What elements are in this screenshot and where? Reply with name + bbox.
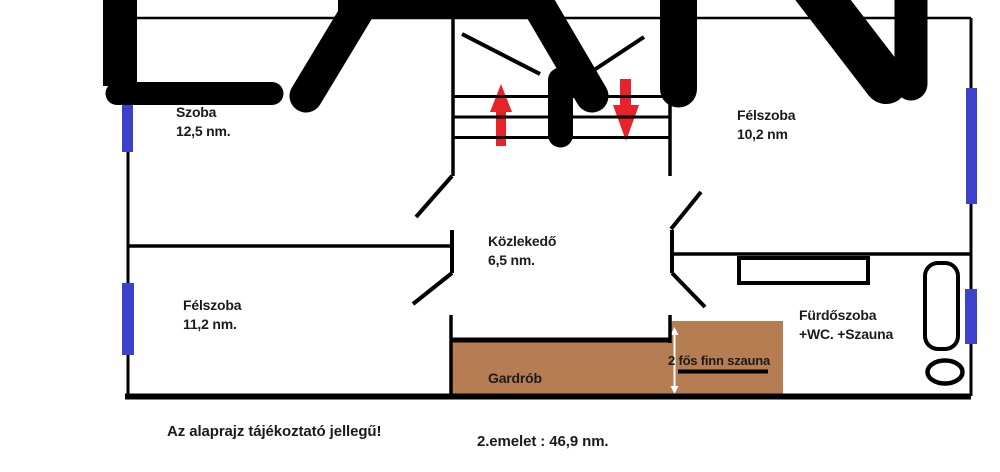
room-name: Félszoba (183, 297, 242, 313)
toilet (925, 358, 965, 386)
room-name: 2 fős finn szauna (668, 353, 771, 368)
window-marker (122, 104, 133, 152)
room-name: Félszoba (737, 107, 796, 123)
bathtub (923, 261, 960, 351)
stairs-up-arrow (490, 84, 512, 146)
watermark-letter-n-diagonal (795, 0, 908, 104)
room-label-furdoszoba: Fürdőszoba +WC. +Szauna (799, 306, 893, 344)
sauna-label: 2 fős finn szauna (668, 351, 770, 370)
room-name: Szoba (176, 104, 217, 120)
room-name: Közlekedő (488, 233, 557, 249)
stairs-down-arrow (613, 79, 639, 141)
room-area: 10,2 nm (737, 126, 788, 142)
windows (122, 88, 977, 355)
room-area: +WC. +Szauna (799, 326, 894, 342)
door-swing-line (669, 190, 703, 231)
room-name: Fürdőszoba (799, 307, 877, 323)
stair-arrows (490, 79, 639, 146)
window-marker (966, 88, 977, 204)
window-marker (965, 289, 977, 344)
counter (737, 256, 870, 285)
watermark-letter-a-right-leg (516, 0, 609, 113)
disclaimer: Az alaprajz tájékoztató jellegű! (167, 423, 382, 440)
closet-areas (450, 321, 783, 395)
door-swing-line (411, 271, 454, 306)
door-openings (411, 174, 707, 309)
stair-run-line-left (461, 32, 541, 76)
room-area: 11,2 nm. (183, 316, 237, 332)
gardrob-label: Gardrób (488, 369, 542, 388)
bathroom-fixtures (737, 256, 965, 386)
sauna-dimension-arrow (670, 327, 679, 394)
floor-area-text: 2.emelet : 46,9 nm. (477, 432, 609, 451)
gardrob-area (452, 342, 669, 395)
room-label-felszoba-top: Félszoba 10,2 nm (737, 106, 796, 144)
room-label-kozlekedo: Közlekedő 6,5 nm. (488, 232, 556, 270)
floor-area: 2.emelet : 46,9 nm. (477, 433, 609, 450)
sauna-area (669, 321, 783, 395)
room-label-felszoba-bottom: Félszoba 11,2 nm. (183, 296, 242, 334)
disclaimer-text: Az alaprajz tájékoztató jellegű! (167, 422, 381, 441)
watermark (103, 0, 928, 148)
watermark-letter-a-left-leg (289, 0, 384, 113)
room-area: 12,5 nm. (176, 123, 231, 139)
window-marker (122, 283, 134, 355)
door-swing-line (414, 174, 454, 219)
room-name: Gardrób (488, 370, 542, 386)
door-swing-line (670, 271, 707, 309)
room-area: 6,5 nm. (488, 252, 535, 268)
room-label-szoba: Szoba 12,5 nm. (176, 103, 231, 141)
